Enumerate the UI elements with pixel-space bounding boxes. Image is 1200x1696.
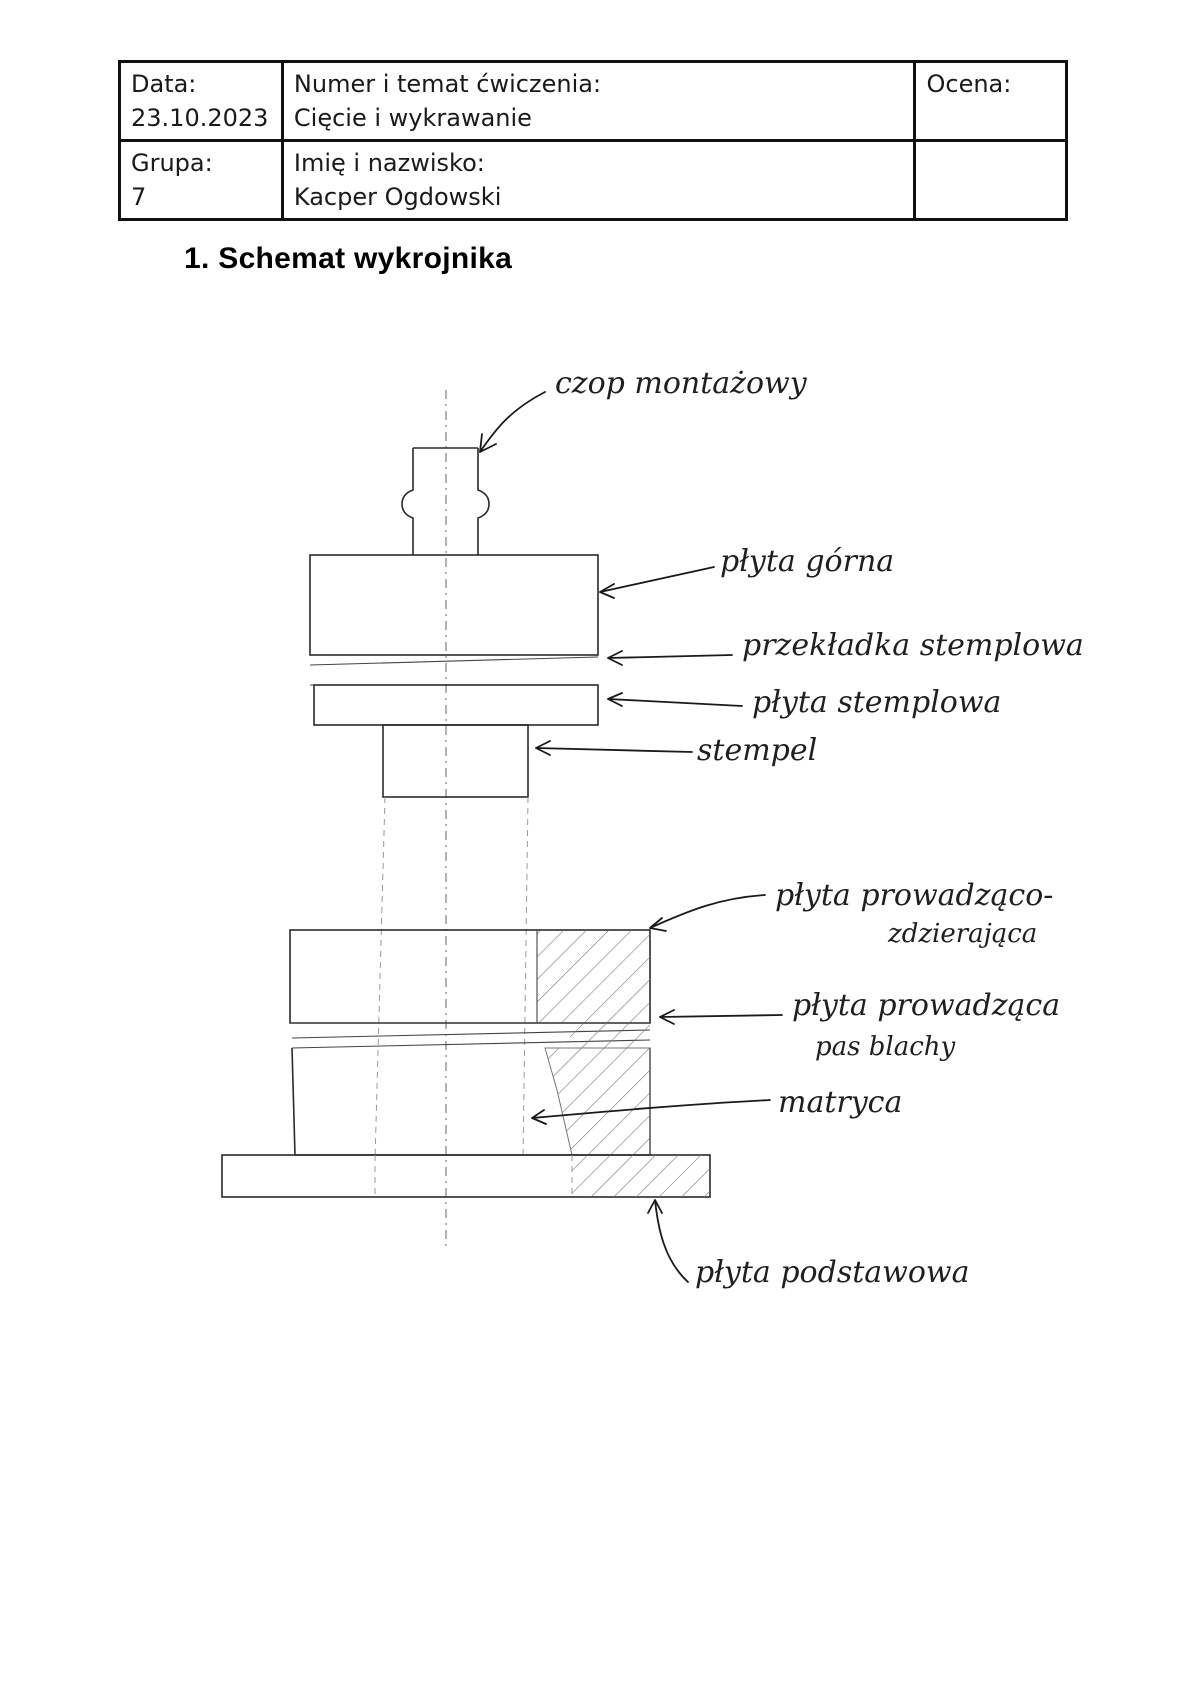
label-prowadzaco-2: zdzierająca [887,919,1037,949]
label-prowadzaco-1: płyta prowadząco- [775,878,1053,913]
group-label: Grupa: [131,149,213,177]
date-value: 23.10.2023 [131,104,269,132]
name-value: Kacper Ogdowski [293,183,502,211]
punch-spacer-line-top [309,656,599,666]
label-przekladka: przekładka stemplowa [742,628,1084,663]
group-cell: Grupa: 7 [118,139,284,221]
grade-label: Ocena: [926,70,1012,98]
base-plate-hatch [572,1155,710,1197]
name-cell: Imię i nazwisko: Kacper Ogdowski [280,139,917,221]
grade-empty-cell [913,139,1068,221]
arrow-stempel [535,740,693,756]
arrow-przekladka [607,650,733,666]
header-row-1: Data: 23.10.2023 Numer i temat ćwiczenia… [118,60,1068,142]
punch-projection-left [374,796,386,1161]
topic-value: Cięcie i wykrawanie [293,104,532,132]
arrow-prowadzaca [659,1009,783,1025]
date-label: Data: [131,70,197,98]
punch-plate [313,684,599,726]
label-matryca: matryca [778,1085,902,1120]
label-prowadzaca-1: płyta prowadząca [792,988,1060,1023]
topic-cell: Numer i temat ćwiczenia: Cięcie i wykraw… [280,60,917,142]
grade-cell: Ocena: [913,60,1068,142]
punch-projection-right [522,796,529,1161]
topic-label: Numer i temat ćwiczenia: [293,70,602,98]
label-prowadzaca-2: pas blachy [815,1032,956,1062]
arrow-czop [479,391,546,453]
section-title: 1. Schemat wykrojnika [184,242,513,275]
header-row-2: Grupa: 7 Imię i nazwisko: Kacper Ogdowsk… [118,139,1068,221]
header-table: Data: 23.10.2023 Numer i temat ćwiczenia… [118,60,1068,221]
punch [382,724,529,798]
label-stempel: stempel [697,733,817,768]
arrow-podstawowa [647,1199,689,1283]
label-czop: czop montażowy [555,366,808,401]
name-label: Imię i nazwisko: [293,149,485,177]
die-hatch [544,1047,651,1156]
group-value: 7 [131,183,147,211]
label-plyta-stemplowa: płyta stemplowa [752,685,1001,720]
arrow-plyta-stemplowa [607,692,743,707]
stripper-hatch [537,930,650,1023]
arrow-plyta-gorna [599,566,715,599]
arrow-prowadzaco [649,894,766,932]
label-plyta-gorna: płyta górna [720,544,894,579]
date-cell: Data: 23.10.2023 [118,60,284,142]
upper-plate [309,554,599,656]
mounting-spigot [401,447,490,555]
arrow-matryca [531,1099,771,1125]
guide-plate-hatch [570,1023,650,1048]
label-podstawowa: płyta podstawowa [695,1255,969,1290]
